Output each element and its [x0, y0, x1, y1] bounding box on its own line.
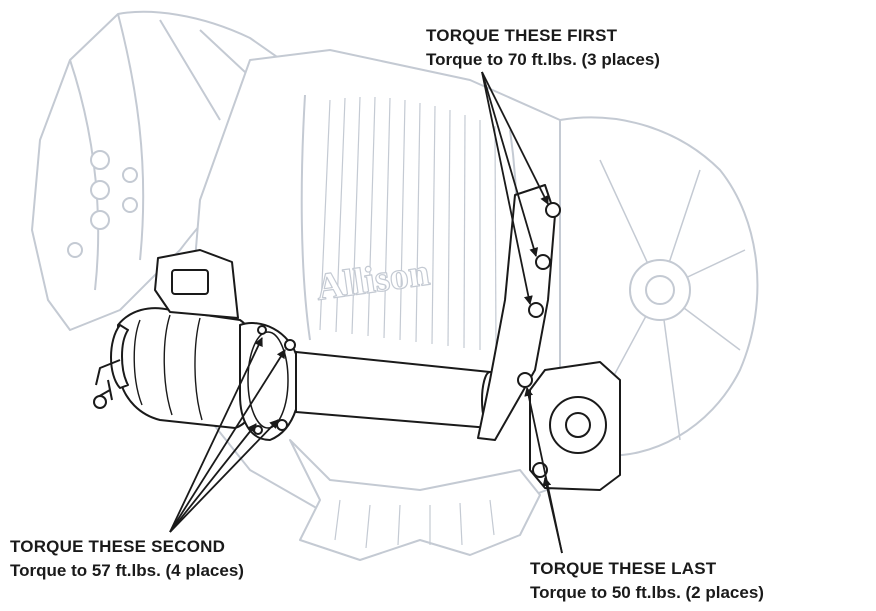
- leader-arrows: [169, 71, 563, 554]
- torque-last-title: TORQUE THESE LAST: [530, 559, 717, 578]
- bell-housing-bosses: [67, 150, 138, 258]
- torque-first-callout: TORQUE THESE FIRST Torque to 70 ft.lbs. …: [426, 24, 660, 72]
- oil-pan: [289, 439, 541, 561]
- motor-end-cap: [110, 324, 129, 389]
- transmission-housing: Allison: [31, 10, 759, 561]
- cooling-fins: [319, 96, 497, 353]
- torque-first-title: TORQUE THESE FIRST: [426, 26, 618, 45]
- arrow-second-1: [169, 349, 286, 533]
- oil-pan-ribs: [334, 499, 495, 549]
- coupling-bolt: [284, 339, 296, 351]
- bracket-bolts: [528, 202, 561, 318]
- rear-flange-hub: [565, 412, 591, 438]
- motor-top-block: [171, 269, 209, 295]
- arrow-first-2: [481, 71, 539, 257]
- torque-last-spec: Torque to 50 ft.lbs. (2 places): [530, 583, 764, 602]
- arrow-first-1: [481, 71, 549, 205]
- torque-last-callout: TORQUE THESE LAST Torque to 50 ft.lbs. (…: [530, 557, 764, 605]
- arrow-second-2: [169, 337, 263, 533]
- connector-plug: [93, 395, 107, 409]
- motor-rings: [133, 314, 203, 421]
- torque-second-spec: Torque to 57 ft.lbs. (4 places): [10, 561, 244, 580]
- torque-second-title: TORQUE THESE SECOND: [10, 537, 226, 556]
- rear-flange-bore: [549, 396, 607, 454]
- arrow-second-3: [169, 419, 279, 533]
- coupling-bolt: [276, 419, 288, 431]
- arrow-last-2: [542, 477, 563, 554]
- coupling-face: [247, 331, 289, 429]
- torque-first-spec: Torque to 70 ft.lbs. (3 places): [426, 50, 660, 69]
- rear-flange-bolt: [517, 372, 533, 388]
- coupling-bolt: [257, 325, 267, 335]
- motor-body: [117, 307, 261, 429]
- torque-second-callout: TORQUE THESE SECOND Torque to 57 ft.lbs.…: [10, 535, 244, 583]
- coupling-bolt: [253, 425, 263, 435]
- arrow-first-3: [481, 71, 533, 305]
- arrow-second-4: [169, 423, 257, 533]
- output-hub-bore: [645, 275, 675, 305]
